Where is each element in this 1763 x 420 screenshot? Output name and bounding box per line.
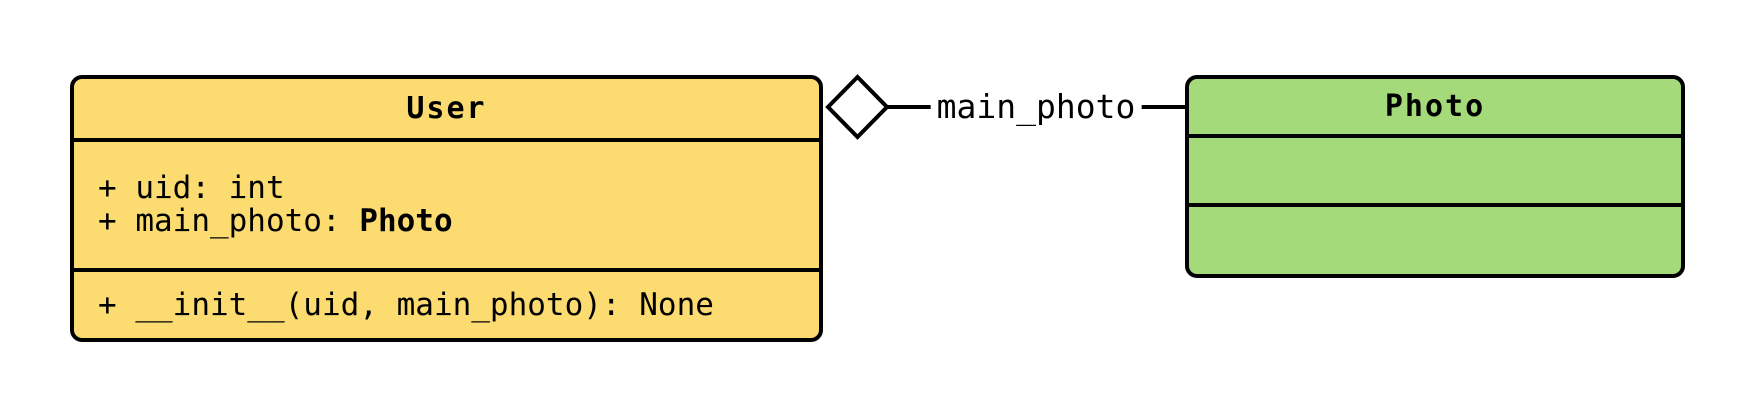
class-box-photo: Photo [1185, 75, 1685, 278]
class-methods-photo [1189, 207, 1681, 274]
attribute-main-photo-prefix: + main_photo: [98, 203, 360, 239]
attribute-main-photo: + main_photo: Photo [98, 205, 819, 238]
class-title-user: User [74, 79, 819, 142]
class-methods-user: + __init__(uid, main_photo): None [74, 272, 819, 338]
class-box-user: User + uid: int + main_photo: Photo + __… [70, 75, 823, 342]
relationship-label: main_photo [930, 86, 1142, 128]
method-init: + __init__(uid, main_photo): None [98, 286, 714, 323]
class-title-photo: Photo [1189, 79, 1681, 138]
class-attributes-photo [1189, 138, 1681, 207]
attribute-uid: + uid: int [98, 170, 285, 206]
attribute-main-photo-type: Photo [359, 203, 453, 239]
aggregation-diamond-icon [825, 74, 890, 140]
class-attributes-user: + uid: int + main_photo: Photo [74, 142, 819, 272]
